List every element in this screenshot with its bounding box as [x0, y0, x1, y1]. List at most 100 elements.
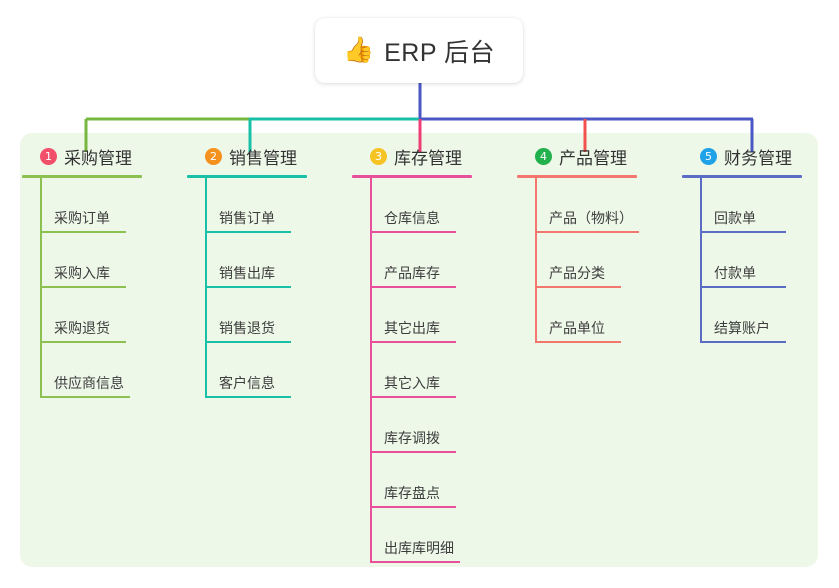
- list-item[interactable]: 采购订单: [40, 178, 142, 233]
- list-item[interactable]: 产品（物料）: [535, 178, 639, 233]
- item-underline: [40, 396, 130, 398]
- list-item-label: 出库库明细: [384, 540, 454, 556]
- column-header-5[interactable]: 5 财务管理: [682, 143, 802, 169]
- item-spine: [40, 233, 42, 288]
- item-underline: [205, 286, 291, 288]
- item-spine: [535, 288, 537, 343]
- item-spine: [40, 178, 42, 233]
- list-item[interactable]: 其它入库: [370, 343, 472, 398]
- diagram-panel: [20, 133, 818, 567]
- column-items: 产品（物料） 产品分类产品单位: [517, 178, 639, 343]
- root-node[interactable]: 👍 ERP 后台: [315, 18, 523, 83]
- column-items: 仓库信息产品库存其它出库其它入库库存调拨库存盘点出库库明细: [352, 178, 472, 563]
- item-spine: [205, 178, 207, 233]
- item-underline: [205, 396, 291, 398]
- item-spine: [370, 453, 372, 508]
- list-item[interactable]: 库存盘点: [370, 453, 472, 508]
- item-underline: [370, 506, 456, 508]
- list-item-label: 供应商信息: [54, 375, 124, 391]
- column-title: 产品管理: [559, 148, 627, 168]
- list-item[interactable]: 采购退货: [40, 288, 142, 343]
- column-badge-2: 2: [205, 147, 222, 165]
- item-spine: [370, 508, 372, 563]
- list-item[interactable]: 客户信息: [205, 343, 307, 398]
- list-item[interactable]: 结算账户: [700, 288, 802, 343]
- column-title: 库存管理: [394, 148, 462, 168]
- list-item[interactable]: 销售订单: [205, 178, 307, 233]
- list-item[interactable]: 采购入库: [40, 233, 142, 288]
- list-item-label: 库存调拨: [384, 430, 440, 446]
- item-spine: [700, 178, 702, 233]
- list-item[interactable]: 回款单: [700, 178, 802, 233]
- column-badge-5: 5: [700, 147, 717, 165]
- item-underline: [205, 231, 291, 233]
- list-item[interactable]: 库存调拨: [370, 398, 472, 453]
- list-item-label: 库存盘点: [384, 485, 440, 501]
- item-spine: [370, 178, 372, 233]
- column-items: 回款单付款单结算账户: [682, 178, 802, 343]
- list-item[interactable]: 销售出库: [205, 233, 307, 288]
- list-item-label: 其它入库: [384, 375, 440, 391]
- column-title: 采购管理: [64, 148, 132, 168]
- list-item[interactable]: 产品分类: [535, 233, 637, 288]
- list-item[interactable]: 仓库信息: [370, 178, 472, 233]
- list-item-label: 产品库存: [384, 265, 440, 281]
- list-item-label: 结算账户: [714, 320, 770, 336]
- column-group: 2 销售管理销售订单销售出库销售退货客户信息: [187, 143, 307, 398]
- column-badge-4: 4: [535, 147, 552, 165]
- list-item-label: 采购退货: [54, 320, 110, 336]
- list-item-label: 销售出库: [219, 265, 275, 281]
- column-group: 3 库存管理仓库信息产品库存其它出库其它入库库存调拨库存盘点出库库明细: [352, 143, 472, 563]
- item-underline: [370, 286, 456, 288]
- column-header-4[interactable]: 4 产品管理: [517, 143, 637, 169]
- list-item-label: 付款单: [714, 265, 756, 281]
- item-spine: [535, 233, 537, 288]
- item-underline: [535, 231, 639, 233]
- column-items: 采购订单采购入库采购退货供应商信息: [22, 178, 142, 398]
- list-item[interactable]: 付款单: [700, 233, 802, 288]
- column-group: 5 财务管理回款单付款单结算账户: [682, 143, 802, 343]
- item-spine: [40, 343, 42, 398]
- list-item[interactable]: 产品单位: [535, 288, 637, 343]
- column-header-3[interactable]: 3 库存管理: [352, 143, 472, 169]
- list-item-label: 回款单: [714, 210, 756, 226]
- column-underline: [682, 175, 802, 178]
- item-underline: [370, 341, 456, 343]
- list-item[interactable]: 其它出库: [370, 288, 472, 343]
- list-item-label: 仓库信息: [384, 210, 440, 226]
- column-title: 财务管理: [724, 148, 792, 168]
- list-item-label: 客户信息: [219, 375, 275, 391]
- column-header-2[interactable]: 2 销售管理: [187, 143, 307, 169]
- root-title: ERP 后台: [384, 38, 496, 67]
- column-items: 销售订单销售出库销售退货客户信息: [187, 178, 307, 398]
- column-underline: [352, 175, 472, 178]
- item-spine: [700, 288, 702, 343]
- list-item[interactable]: 产品库存: [370, 233, 472, 288]
- column-badge-1: 1: [40, 147, 57, 165]
- item-spine: [370, 398, 372, 453]
- item-spine: [205, 288, 207, 343]
- item-underline: [700, 341, 786, 343]
- item-spine: [370, 288, 372, 343]
- list-item-label: 采购入库: [54, 265, 110, 281]
- column-header-1[interactable]: 1 采购管理: [22, 143, 142, 169]
- list-item-label: 产品单位: [549, 320, 605, 336]
- column-underline: [22, 175, 142, 178]
- item-underline: [535, 341, 621, 343]
- list-item[interactable]: 销售退货: [205, 288, 307, 343]
- item-underline: [700, 286, 786, 288]
- item-spine: [535, 178, 537, 233]
- list-item-label: 销售退货: [219, 320, 275, 336]
- item-underline: [40, 286, 126, 288]
- list-item[interactable]: 供应商信息: [40, 343, 142, 398]
- list-item[interactable]: 出库库明细: [370, 508, 472, 563]
- column-title: 销售管理: [229, 148, 297, 168]
- item-spine: [370, 233, 372, 288]
- list-item-label: 产品（物料）: [549, 210, 633, 226]
- item-underline: [40, 231, 126, 233]
- item-spine: [205, 233, 207, 288]
- item-underline: [370, 451, 456, 453]
- column-group: 4 产品管理产品（物料） 产品分类产品单位: [517, 143, 639, 343]
- item-underline: [370, 561, 460, 563]
- column-badge-3: 3: [370, 147, 387, 165]
